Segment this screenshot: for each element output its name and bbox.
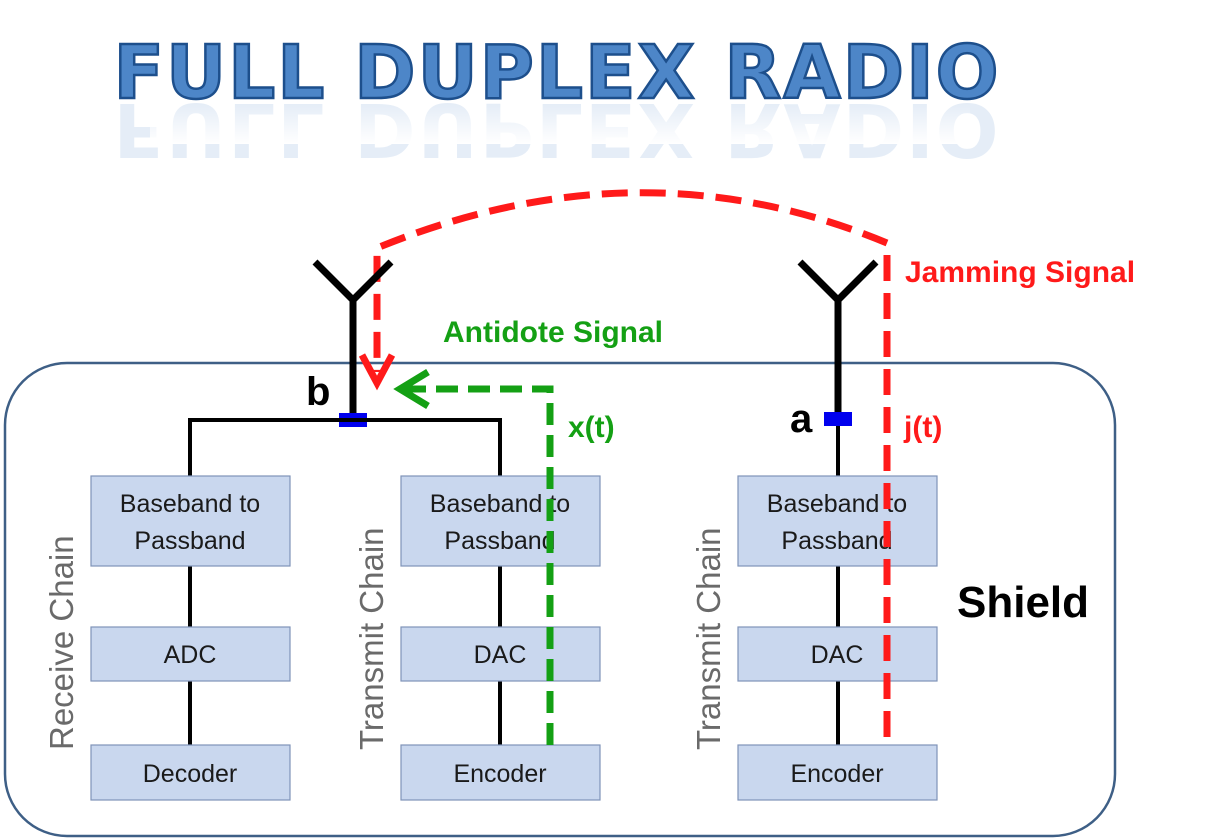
jamming-signal-label: Jamming Signal — [905, 256, 1135, 289]
block — [737, 626, 938, 682]
node-a-port — [824, 412, 852, 426]
block-label: Encoder — [453, 760, 546, 788]
col2-encoder-block: Encoder — [400, 744, 601, 801]
node-b-splitter-wire — [188, 418, 502, 476]
shield-label: Shield — [957, 578, 1089, 627]
col2-baseband-block: Baseband to Passband — [400, 475, 601, 567]
block-label: DAC — [474, 641, 527, 669]
block-label: DAC — [811, 641, 864, 669]
block — [90, 475, 291, 567]
block — [90, 626, 291, 682]
antenna-a-icon — [797, 259, 879, 305]
block — [737, 475, 938, 567]
antenna-a — [797, 259, 879, 414]
block-label: Encoder — [790, 760, 883, 788]
block — [90, 744, 291, 801]
block — [400, 626, 601, 682]
reflection-fade — [150, 104, 970, 144]
block — [400, 744, 601, 801]
block — [400, 475, 601, 567]
col1-adc-block: ADC — [90, 626, 291, 682]
col3-encoder-block: Encoder — [737, 744, 938, 801]
shield-boundary — [3, 361, 1117, 838]
jamming-signal-arc — [373, 189, 889, 372]
block-label-line1: Baseband to — [120, 490, 260, 518]
antidote-arrowhead-icon — [393, 369, 430, 409]
page-title: FULL DUPLEX RADIO — [113, 30, 1000, 116]
antenna-b — [312, 259, 394, 414]
receive-chain-label: Receive Chain — [43, 535, 80, 750]
block-label: Decoder — [143, 760, 238, 788]
node-b-label: b — [306, 370, 330, 414]
jamming-arrowhead-icon — [358, 353, 396, 391]
transmit-chain-label-1: Transmit Chain — [353, 527, 390, 750]
antidote-signal-path — [402, 385, 554, 745]
col3-dac-block: DAC — [737, 626, 938, 682]
transmit-chain-label-2: Transmit Chain — [690, 527, 727, 750]
block-label-line2: Passband — [134, 527, 245, 555]
col2-dac-block: DAC — [400, 626, 601, 682]
block-label-line2: Passband — [781, 527, 892, 555]
col1-decoder-block: Decoder — [90, 744, 291, 801]
col1-baseband-block: Baseband to Passband — [90, 475, 291, 567]
j-t-label: j(t) — [903, 411, 942, 444]
block-label-line2: Passband — [444, 527, 555, 555]
x-t-label: x(t) — [568, 411, 615, 444]
title-reflection: FULL DUPLEX RADIO — [113, 86, 998, 172]
block-label: ADC — [164, 641, 217, 669]
col3-baseband-block: Baseband to Passband — [737, 475, 938, 567]
node-a-label: a — [790, 397, 813, 441]
block — [737, 744, 938, 801]
antidote-signal-label: Antidote Signal — [443, 316, 663, 349]
